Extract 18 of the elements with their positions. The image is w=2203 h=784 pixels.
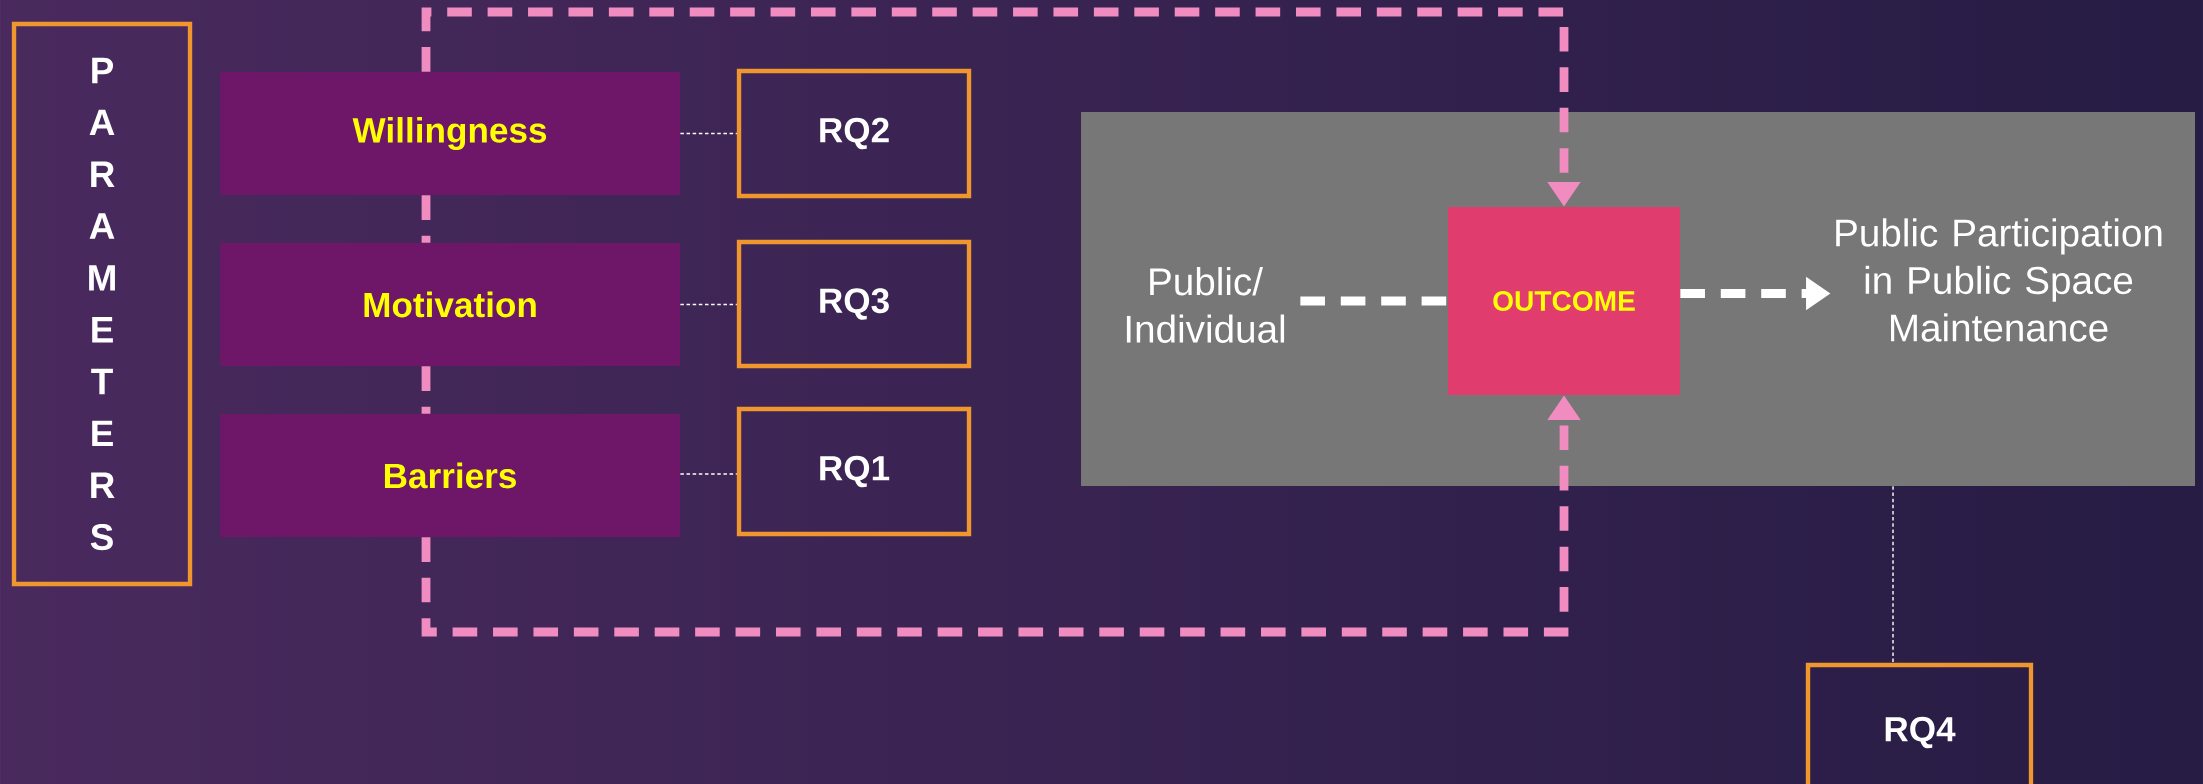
connector-line xyxy=(679,303,738,306)
connector-line xyxy=(1300,296,1448,306)
connector-line xyxy=(679,132,738,135)
factor-box: Motivation xyxy=(220,243,680,366)
factor-box: Willingness xyxy=(220,72,680,195)
connector-line xyxy=(679,473,738,475)
question-box: RQ2 xyxy=(736,68,972,199)
input-label: Public/ Individual xyxy=(1126,267,1285,343)
question-box: RQ1 xyxy=(736,406,972,537)
question-box: RQ4 xyxy=(1805,662,2034,784)
connector-line xyxy=(1892,485,1894,664)
connector-line xyxy=(421,366,431,414)
question-box: RQ3 xyxy=(736,239,972,369)
outcome-box: OUTCOME xyxy=(1448,207,1680,395)
parameters-box: PARAMETERS xyxy=(11,21,193,587)
result-label: Public Participation in Public Space Maintenance xyxy=(1836,218,2162,342)
factor-box: Barriers xyxy=(220,414,680,537)
connector-line xyxy=(421,195,431,243)
